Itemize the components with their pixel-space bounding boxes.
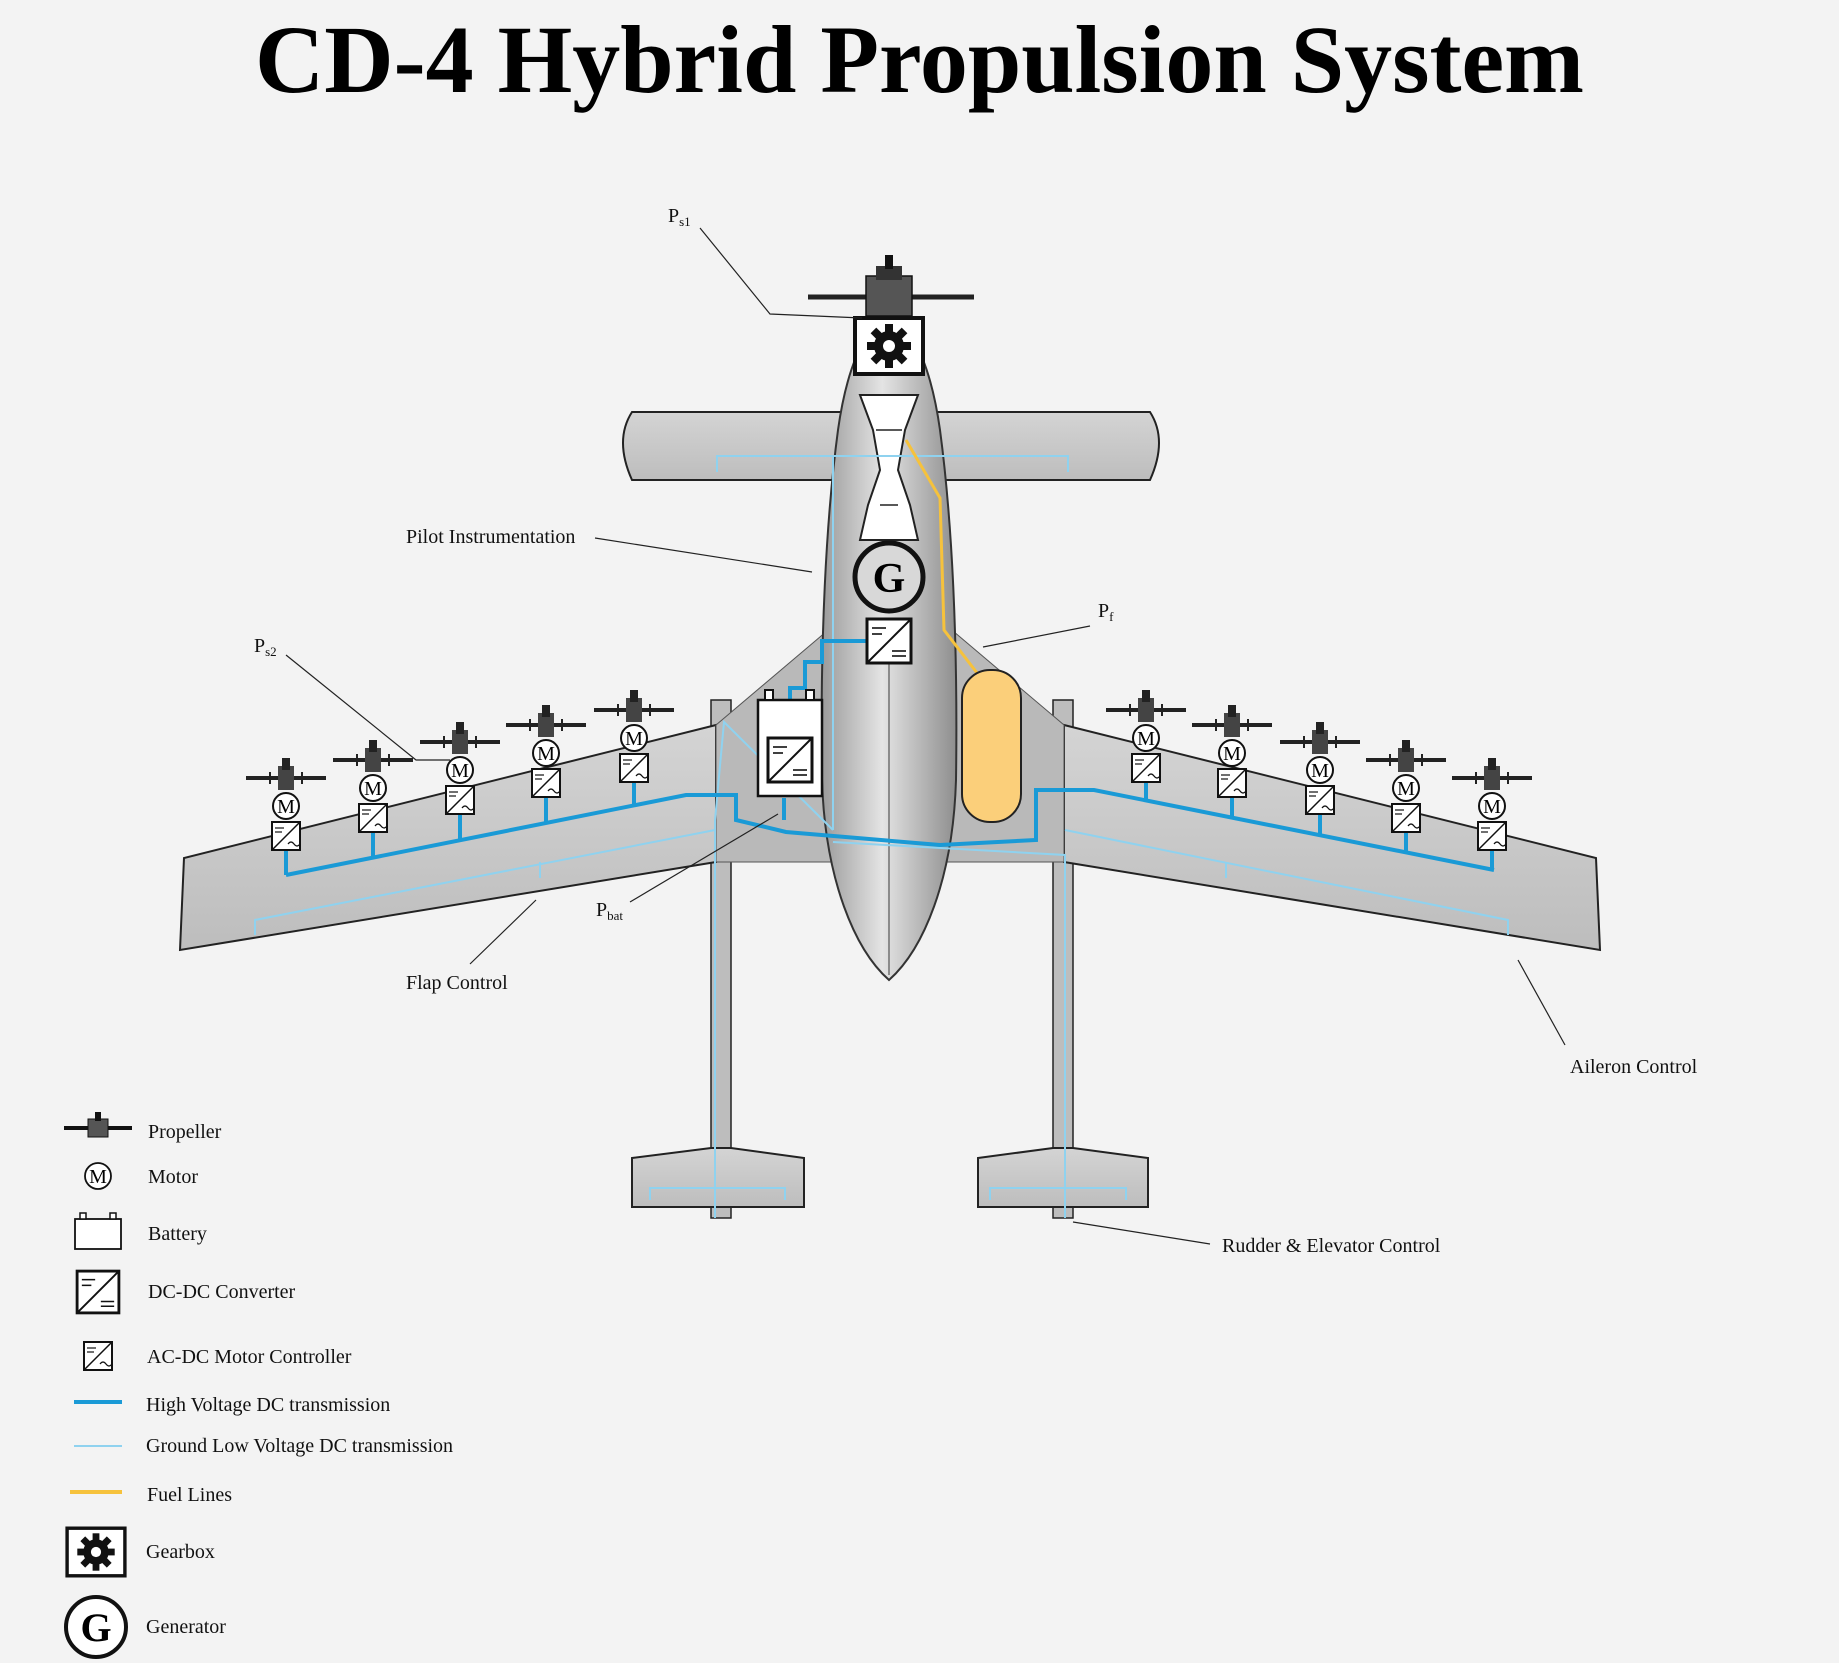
- motor-icon: M: [360, 775, 386, 801]
- legend-label-battery: Battery: [148, 1223, 207, 1245]
- label-aileron-control: Aileron Control: [1570, 1056, 1698, 1078]
- gearbox: [855, 318, 923, 374]
- ac-dc-motor-controller-icon: [1392, 804, 1420, 832]
- motor-icon: M: [1479, 793, 1505, 819]
- motor-icon: M: [273, 793, 299, 819]
- legend-gearbox-icon: [67, 1528, 125, 1576]
- fuel-tank: [962, 670, 1021, 822]
- legend-ac-dc-motor-controller-icon: [84, 1342, 112, 1370]
- motor-icon: M: [1133, 725, 1159, 751]
- svg-text:M: M: [1483, 796, 1501, 818]
- svg-text:M: M: [1311, 760, 1329, 782]
- svg-text:M: M: [537, 743, 555, 765]
- legend-propeller-icon: [64, 1112, 132, 1137]
- propeller-icon: [246, 758, 326, 790]
- motor-icon: M: [447, 757, 473, 783]
- propeller-icon: [594, 690, 674, 722]
- legend-label-generator: Generator: [146, 1616, 226, 1638]
- motor-icon: M: [533, 740, 559, 766]
- generator-dc-dc-converter: [867, 619, 911, 663]
- legend-motor-icon: M: [85, 1163, 111, 1189]
- ac-dc-motor-controller-icon: [1478, 822, 1506, 850]
- svg-text:M: M: [277, 796, 295, 818]
- ac-dc-motor-controller-icon: [1306, 786, 1334, 814]
- label-ps1: Ps1: [668, 205, 691, 229]
- generator: G: [855, 543, 923, 611]
- svg-text:M: M: [1397, 778, 1415, 800]
- ac-dc-motor-controller-icon: [272, 822, 300, 850]
- label-pf: Pf: [1098, 600, 1114, 624]
- svg-text:M: M: [1137, 728, 1155, 750]
- label-pilot-instrumentation: Pilot Instrumentation: [406, 526, 575, 548]
- propeller-icon: [333, 740, 413, 772]
- legend-battery-icon: [75, 1213, 121, 1249]
- svg-text:M: M: [89, 1166, 107, 1188]
- battery-pack: [758, 690, 822, 796]
- propeller-icon: [420, 722, 500, 754]
- motor-icon: M: [1219, 740, 1245, 766]
- ac-dc-motor-controller-icon: [532, 769, 560, 797]
- legend-label-motor: Motor: [148, 1166, 198, 1188]
- ac-dc-motor-controller-icon: [1218, 769, 1246, 797]
- propeller-icon: [1106, 690, 1186, 722]
- motor-icon: M: [1307, 757, 1333, 783]
- label-ps2: Ps2: [254, 635, 277, 659]
- propeller-icon: [1366, 740, 1446, 772]
- legend-label-high-voltage: High Voltage DC transmission: [146, 1394, 390, 1416]
- propeller-icon: [1452, 758, 1532, 790]
- propeller-icon: [1280, 722, 1360, 754]
- legend-generator-icon: G: [66, 1597, 126, 1657]
- ac-dc-motor-controller-icon: [446, 786, 474, 814]
- label-rudder-elevator-control: Rudder & Elevator Control: [1222, 1235, 1441, 1257]
- front-propeller: [808, 255, 974, 316]
- ac-dc-motor-controller-icon: [1132, 754, 1160, 782]
- motor-icon: M: [621, 725, 647, 751]
- svg-text:M: M: [625, 728, 643, 750]
- legend-label-ac-dc-motor-controller: AC-DC Motor Controller: [147, 1346, 352, 1368]
- svg-text:M: M: [451, 760, 469, 782]
- propeller-icon: [1192, 705, 1272, 737]
- legend-label-low-voltage: Ground Low Voltage DC transmission: [146, 1435, 453, 1457]
- svg-text:M: M: [364, 778, 382, 800]
- svg-text:G: G: [873, 556, 906, 602]
- motor-icon: M: [1393, 775, 1419, 801]
- legend-label-dc-dc-converter: DC-DC Converter: [148, 1281, 296, 1303]
- label-pbat: Pbat: [596, 899, 623, 923]
- ac-dc-motor-controller-icon: [620, 754, 648, 782]
- svg-text:G: G: [80, 1605, 111, 1650]
- propeller-icon: [506, 705, 586, 737]
- legend-dc-dc-converter-icon: [77, 1271, 119, 1313]
- ac-dc-motor-controller-icon: [359, 804, 387, 832]
- legend-label-propeller: Propeller: [148, 1121, 222, 1143]
- legend-label-gearbox: Gearbox: [146, 1541, 215, 1563]
- legend: M G Propeller: [64, 1112, 453, 1657]
- legend-label-fuel-lines: Fuel Lines: [147, 1484, 232, 1506]
- svg-text:M: M: [1223, 743, 1241, 765]
- label-flap-control: Flap Control: [406, 972, 508, 994]
